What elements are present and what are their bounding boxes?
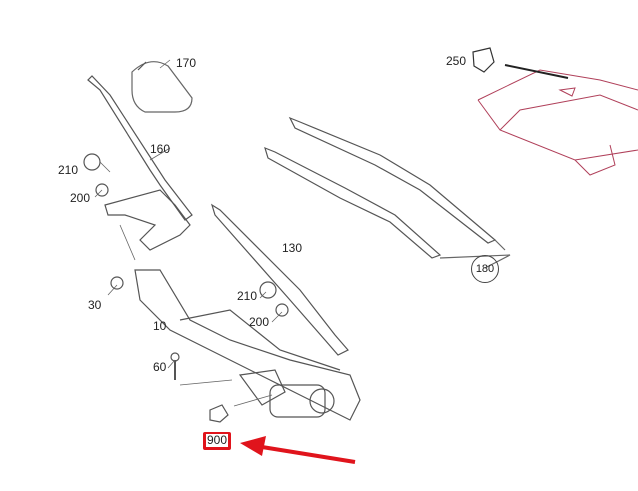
part-label-900: 900 xyxy=(206,433,229,447)
part-label-210: 210 xyxy=(58,163,79,177)
part-250-clip xyxy=(472,47,495,73)
part-180-blade-2 xyxy=(264,146,442,259)
part-30-nut xyxy=(110,276,124,290)
part-170-cover xyxy=(131,61,193,113)
part-label-10: 10 xyxy=(153,319,167,333)
red-arrow xyxy=(240,436,356,464)
part-200-nut-2 xyxy=(275,303,289,317)
part-label-170: 170 xyxy=(176,56,197,70)
part-210-cap-2 xyxy=(259,281,277,299)
bracket xyxy=(104,189,191,251)
part-label-180: 180 xyxy=(471,255,499,283)
part-200-nut xyxy=(95,183,109,197)
part-label-200: 200 xyxy=(70,191,91,205)
part-label-250: 250 xyxy=(446,54,467,68)
windshield-pointer xyxy=(504,64,569,79)
highlighted-part-label-900[interactable]: 900 xyxy=(203,432,231,450)
part-label-30: 30 xyxy=(88,298,102,312)
part-210-cap xyxy=(83,153,101,171)
part-label-200-2: 200 xyxy=(249,315,270,329)
part-900-grommet xyxy=(209,404,229,423)
windshield-illustration xyxy=(477,69,638,176)
part-160-wiper-arm xyxy=(87,75,193,221)
part-label-210-2: 210 xyxy=(237,289,258,303)
part-label-160: 160 xyxy=(150,142,171,156)
part-10-linkage xyxy=(134,269,361,421)
part-180-blade-1 xyxy=(288,116,497,244)
part-label-60: 60 xyxy=(153,360,167,374)
part-900-motor xyxy=(238,369,335,418)
part-label-130: 130 xyxy=(282,241,303,255)
part-130-wiper-arm xyxy=(210,203,349,356)
